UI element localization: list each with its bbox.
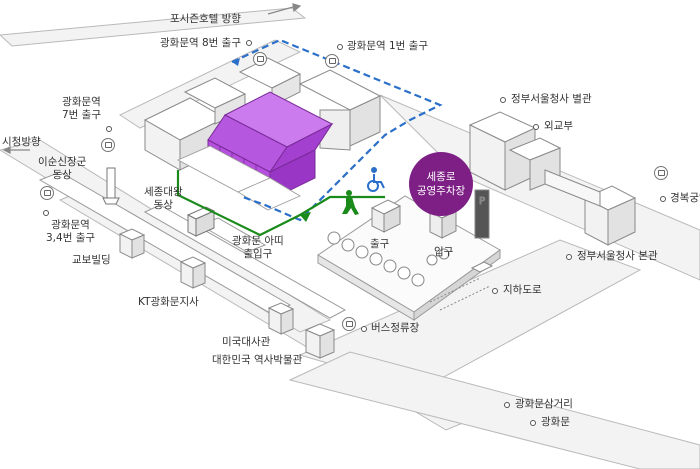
label-exit1: 광화문역 1번 출구 [347, 40, 428, 52]
parking-badge[interactable]: 세종로 공영주차장 [409, 152, 473, 216]
walk-arrow [300, 212, 311, 222]
label-exit7: 광화문역 7번 출구 [62, 96, 101, 122]
label-exit8: 광화문역 8번 출구 [160, 37, 241, 49]
label-foreign-ministry: 외교부 [544, 120, 573, 132]
parking-badge-line2: 공영주차장 [416, 185, 466, 197]
subway-pin-gyeongbokgung [654, 166, 668, 180]
arrow-left-icon [2, 146, 11, 154]
drive-arrow [232, 58, 240, 66]
label-history-museum: 대한민국 역사박물관 [212, 354, 303, 366]
marker-dot [500, 97, 506, 103]
label-exit7-line1: 광화문역 [62, 96, 101, 108]
marker-dot [492, 288, 498, 294]
marker-dot [530, 420, 536, 426]
label-us-embassy: 미국대사관 [222, 336, 271, 348]
label-sejong-statue-line2: 동상 [153, 199, 173, 212]
plaza-trees [327, 231, 450, 287]
marker-dot [504, 402, 510, 408]
pedestrian-icon [342, 190, 359, 215]
front-steps [177, 145, 301, 211]
label-gate: 광화문 [541, 416, 570, 428]
arrow-up-icon [292, 3, 302, 13]
marker-dot [533, 124, 539, 130]
parking-icon: P [479, 196, 485, 207]
parking-structures: P [370, 189, 490, 239]
label-exit34-line2: 3,4번 출구 [46, 232, 96, 245]
label-exit7-line2: 7번 출구 [62, 109, 101, 122]
subway-icon [43, 210, 49, 216]
marker-dot [566, 254, 572, 260]
subway-icon [246, 40, 252, 46]
walk-route [176, 170, 385, 237]
label-kt: KT광화문지사 [138, 296, 199, 308]
parking-badge-line1: 세종로 [426, 170, 456, 183]
label-four-seasons: 포시즌호텔 방향 [170, 13, 241, 25]
label-gov-annex: 정부서울청사 별관 [511, 93, 592, 105]
label-yisunsin: 이순신장군 동상 [38, 156, 86, 182]
subway-icon [106, 126, 112, 132]
label-entrance: 입구 [434, 246, 454, 258]
subway-pin-exit34 [40, 186, 54, 200]
wheelchair-icon [367, 167, 385, 192]
subway-pin-exit7 [101, 138, 115, 152]
label-exit: 출구 [370, 238, 390, 250]
road-south [288, 351, 700, 469]
direction-arrows [2, 3, 302, 154]
subway-icon [337, 44, 343, 50]
marker-dot [361, 326, 367, 332]
label-sejong-statue-line1: 세종대왕 [144, 186, 183, 198]
label-gyeongbokgung: 경복궁역 [670, 192, 700, 204]
label-exit34: 광화문역 3,4번 출구 [46, 219, 95, 245]
label-kyobo: 교보빌딩 [72, 254, 111, 266]
bus-stop-pin [342, 317, 356, 331]
label-bus-stop: 버스정류장 [371, 322, 420, 334]
label-arcade-line1: 광화문 아띠 [232, 235, 284, 247]
label-underpass: 지하도로 [503, 284, 542, 296]
label-yisunsin-line1: 이순신장군 [38, 156, 87, 168]
label-arcade-line2: 출입구 [243, 248, 273, 261]
underpass [429, 261, 494, 311]
road-north [0, 7, 307, 47]
label-yisunsin-line2: 동상 [52, 169, 72, 182]
label-city-hall: 시청방향 [2, 136, 41, 148]
subway-pin-exit1 [325, 54, 339, 68]
subway-pin-exit8 [253, 52, 267, 66]
label-gov-main: 정부서울청사 본관 [577, 250, 658, 262]
label-sejong-statue: 세종대왕 동상 [144, 186, 183, 212]
parking-sign-pole [474, 189, 490, 239]
label-junction: 광화문삼거리 [515, 398, 573, 410]
label-arcade: 광화문 아띠 출입구 [232, 235, 284, 261]
subway-icon [660, 196, 666, 202]
label-exit34-line1: 광화문역 [51, 219, 90, 231]
yisunsin-statue [102, 167, 120, 205]
